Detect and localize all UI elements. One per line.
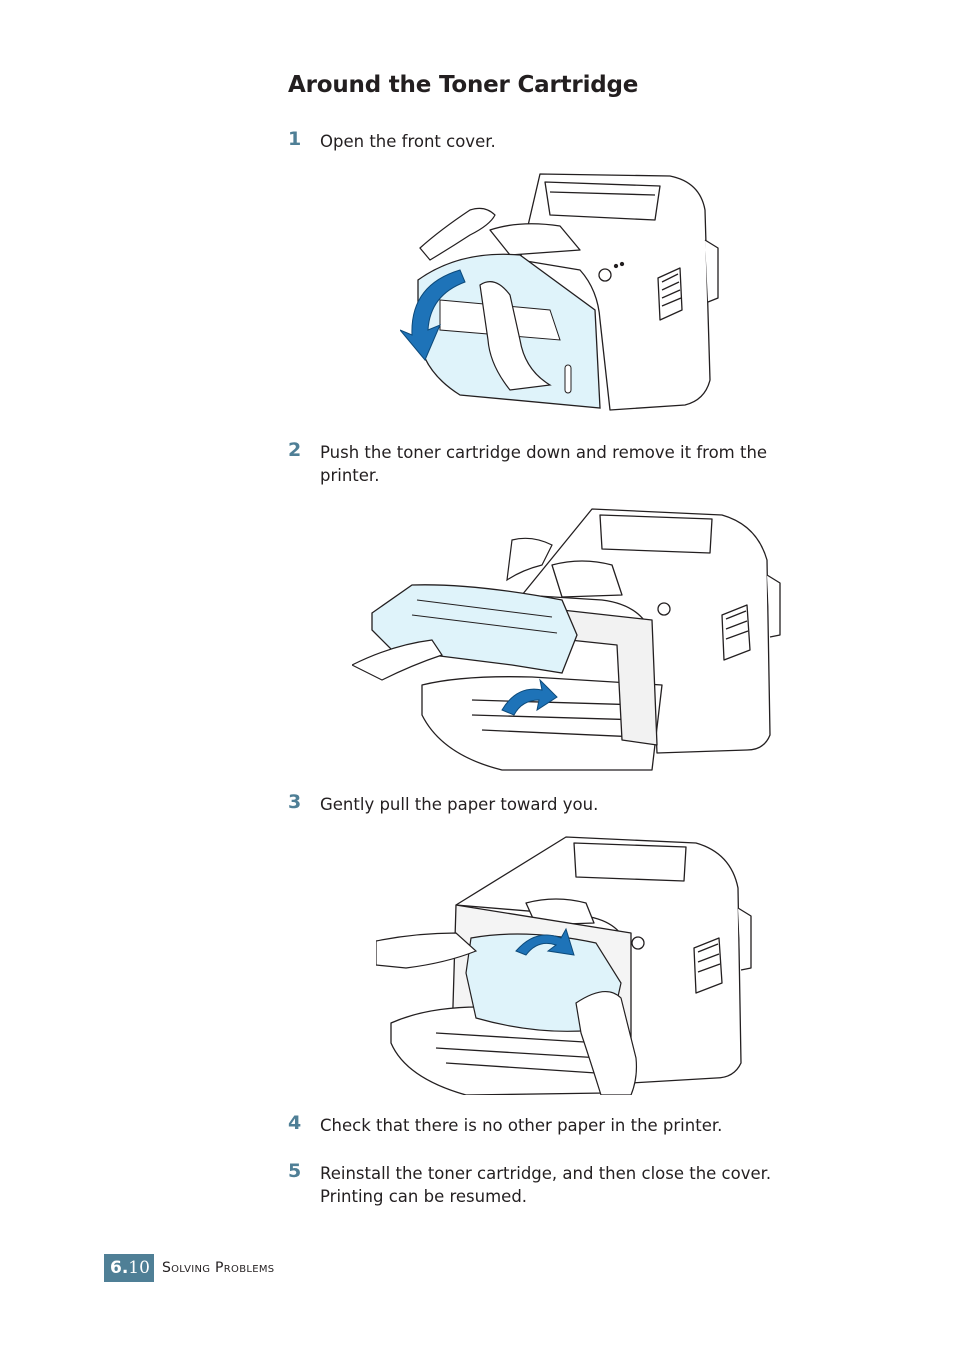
remove-toner-illustration xyxy=(352,508,781,771)
pull-paper-illustration xyxy=(376,836,752,1095)
step-2: 2 Push the toner cartridge down and remo… xyxy=(288,439,828,487)
step-text: Open the front cover. xyxy=(320,132,496,151)
step-4: 4 Check that there is no other paper in … xyxy=(288,1112,828,1137)
step-number: 3 xyxy=(288,791,302,813)
step-text: Push the toner cartridge down and remove… xyxy=(320,443,768,485)
step-number: 4 xyxy=(288,1112,302,1134)
page-title: Around the Toner Cartridge xyxy=(288,72,639,98)
step-number: 5 xyxy=(288,1160,302,1182)
step-text: Gently pull the paper toward you. xyxy=(320,795,599,814)
step-number: 1 xyxy=(288,128,302,150)
chapter-number: 6. xyxy=(110,1258,129,1278)
step-text: Reinstall the toner cartridge, and then … xyxy=(320,1164,772,1206)
open-front-cover-illustration xyxy=(400,173,719,411)
page-number: 10 xyxy=(128,1258,150,1278)
step-number: 2 xyxy=(288,439,302,461)
page-footer: 6.10 Solving Problems xyxy=(104,1254,274,1282)
section-name: Solving Problems xyxy=(161,1260,275,1276)
step-5: 5 Reinstall the toner cartridge, and the… xyxy=(288,1160,828,1208)
step-1: 1 Open the front cover. xyxy=(288,128,828,153)
page-number-badge: 6.10 xyxy=(104,1254,154,1282)
step-text: Check that there is no other paper in th… xyxy=(320,1116,723,1135)
step-3: 3 Gently pull the paper toward you. xyxy=(288,791,828,816)
